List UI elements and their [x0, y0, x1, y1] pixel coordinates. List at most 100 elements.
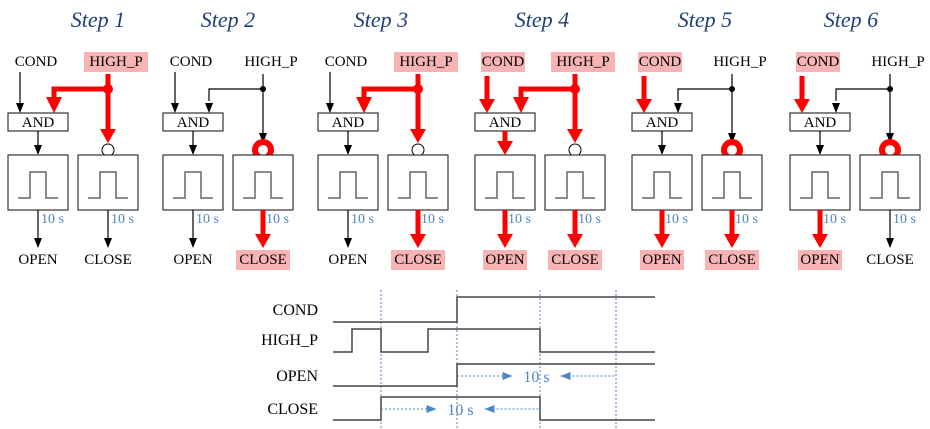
high-p-to-and [361, 86, 418, 97]
step-title: Step 6 [824, 7, 878, 32]
cond-wire-head [636, 99, 652, 113]
cond-wire-head [16, 103, 24, 113]
and-out-wire-head [816, 145, 824, 155]
high-p-to-and [677, 88, 732, 101]
step-title: Step 3 [354, 7, 408, 32]
open-timer-duration: 10 s [196, 212, 219, 227]
open-timer-duration: 10 s [823, 212, 846, 227]
high-p-to-and-head [205, 103, 213, 113]
close-timer-duration: 10 s [421, 212, 444, 227]
open-wire-head [34, 238, 42, 248]
open-timer-pulse-icon [173, 171, 213, 199]
close-label: CLOSE [708, 252, 756, 268]
close-timer-duration: 10 s [266, 212, 289, 227]
close-timer-pulse-icon [712, 171, 752, 199]
high-p-to-inv-head [100, 129, 116, 143]
close-highlight [391, 250, 445, 270]
close-timer-duration: 10 s [893, 212, 916, 227]
high-p-to-and [208, 88, 263, 101]
open-timer-block [162, 154, 224, 211]
open-label: OPEN [328, 252, 367, 268]
high-p-to-and-head [674, 103, 682, 113]
open-timer-block [631, 154, 693, 211]
open-label: OPEN [18, 252, 57, 268]
close-wire-head [724, 234, 740, 248]
high-p-to-and [51, 86, 108, 97]
inverter-bubble [568, 143, 582, 157]
cond-wire-head [326, 103, 334, 113]
cond-wire-head [171, 103, 179, 113]
close-timer-block [77, 154, 139, 211]
high-p-to-and [835, 88, 890, 101]
open-label: OPEN [800, 252, 839, 268]
open-highlight [798, 250, 842, 270]
close-timer-pulse-icon [88, 171, 128, 199]
cond-label: COND [639, 54, 682, 70]
close-highlight [548, 250, 602, 270]
open-label: OPEN [485, 252, 524, 268]
close-duration-text: 10 s [447, 402, 473, 419]
open-timer-block [789, 154, 851, 211]
close-timer-block [859, 154, 921, 211]
close-wire-head [886, 238, 894, 248]
inverter-bubble [101, 143, 115, 157]
close-label: CLOSE [239, 252, 287, 268]
and-gate-label: AND [177, 115, 210, 131]
close-timer-block [387, 154, 449, 211]
close-timer-block [701, 154, 763, 211]
high-p-label: HIGH_P [556, 54, 609, 70]
high-p-label: HIGH_P [871, 54, 924, 70]
cond-label: COND [482, 54, 525, 70]
step-title: Step 1 [71, 7, 125, 32]
cond-highlight [638, 52, 682, 72]
open-timer-duration: 10 s [508, 212, 531, 227]
inverter-bubble [411, 143, 425, 157]
close-timer-duration: 10 s [111, 212, 134, 227]
close-timer-pulse-icon [398, 171, 438, 199]
signal-label: OPEN [276, 368, 318, 385]
high-p-to-and [518, 86, 575, 97]
close-label: CLOSE [551, 252, 599, 268]
close-label: CLOSE [394, 252, 442, 268]
high-p-to-inv-head [886, 133, 894, 143]
open-timer-pulse-icon [800, 171, 840, 199]
open-wire-head [497, 234, 513, 248]
close-wire-head [567, 234, 583, 248]
high-p-highlight [551, 52, 615, 72]
step-title: Step 5 [678, 7, 732, 32]
high-p-highlight [394, 52, 458, 72]
close-timer-block [232, 154, 294, 211]
cond-wire-head [794, 99, 810, 113]
close-duration-left-arrow [426, 405, 437, 413]
open-duration-left-arrow [502, 372, 513, 380]
open-label: OPEN [173, 252, 212, 268]
open-timer-block [317, 154, 379, 211]
high-p-to-inv-head [410, 129, 426, 143]
close-timer-pulse-icon [243, 171, 283, 199]
close-timer-duration: 10 s [578, 212, 601, 227]
close-highlight [236, 250, 290, 270]
close-timer-pulse-icon [870, 171, 910, 199]
high-p-to-and-head [832, 103, 840, 113]
high-p-label: HIGH_P [89, 54, 142, 70]
cond-label: COND [325, 54, 368, 70]
close-label: CLOSE [84, 252, 132, 268]
open-label: OPEN [642, 252, 681, 268]
close-timer-duration: 10 s [735, 212, 758, 227]
close-wire-head [104, 238, 112, 248]
open-timer-block [7, 154, 69, 211]
close-timer-pulse-icon [555, 171, 595, 199]
high-p-to-inv-head [259, 133, 267, 143]
open-timer-duration: 10 s [41, 212, 64, 227]
open-timer-pulse-icon [485, 171, 525, 199]
high-p-to-and-head [513, 97, 529, 113]
and-gate-label: AND [804, 115, 837, 131]
high-p-to-inv-head [567, 129, 583, 143]
cond-highlight [796, 52, 840, 72]
and-out-wire-head [497, 141, 513, 155]
